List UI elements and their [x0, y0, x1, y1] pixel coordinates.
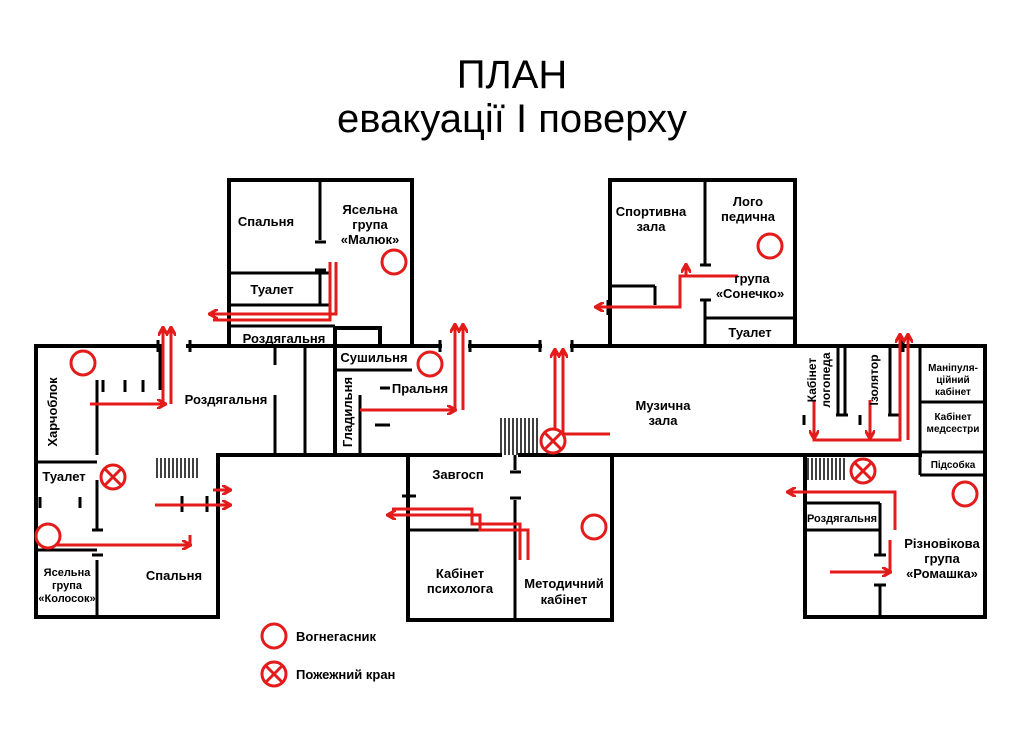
- label-zavhosp: Завгосп: [432, 467, 483, 482]
- label-romashka-1: Різновікова: [904, 536, 980, 551]
- label-psykholoh-1: Кабінет: [436, 566, 484, 581]
- legend-extinguisher-label: Вогнегасник: [296, 629, 377, 644]
- label-psykholoh-2: психолога: [427, 581, 494, 596]
- hydrants: [99, 427, 877, 491]
- legend-extinguisher-icon: [260, 622, 288, 650]
- label-muzychna-1: Музична: [636, 398, 692, 413]
- label-romashka-2: група: [924, 551, 960, 566]
- label-metod-2: кабінет: [541, 592, 588, 607]
- label-tualet-top: Туалет: [250, 282, 293, 297]
- stairs-left: [156, 458, 198, 478]
- hydrant-icon: [99, 463, 127, 491]
- extinguisher-icon: [69, 349, 97, 377]
- extinguisher-icon: [951, 480, 979, 508]
- extinguisher-icon: [756, 232, 784, 260]
- label-malyuk-1: Ясельна: [342, 202, 398, 217]
- label-metod-1: Методичний: [524, 576, 603, 591]
- label-hladylnia: Гладильня: [340, 377, 355, 447]
- hydrant-icon: [849, 457, 877, 485]
- label-rozdyagalnia-top: Роздягальня: [243, 331, 326, 346]
- extinguisher-icon: [34, 522, 62, 550]
- extinguisher-icon: [580, 513, 608, 541]
- route-metod: [388, 515, 530, 560]
- label-kolosok-2: група: [52, 580, 83, 592]
- label-pralnia: Пральня: [392, 381, 448, 396]
- title-line2: евакуації І поверху: [337, 97, 687, 141]
- route-sonechko: [596, 274, 738, 307]
- label-izoliator: Ізолятор: [867, 354, 881, 405]
- label-sport-1: Спортивна: [616, 204, 687, 219]
- label-pidsobka: Підсобка: [931, 459, 976, 471]
- extinguisher-icon: [380, 248, 408, 276]
- label-sport-2: зала: [636, 219, 666, 234]
- evacuation-routes: [50, 262, 908, 572]
- hydrant-icon: [539, 427, 567, 455]
- label-kolosok-1: Ясельна: [44, 567, 92, 579]
- label-kab-logoped-2: логопеда: [819, 352, 833, 408]
- label-malyuk-2: група: [352, 217, 388, 232]
- label-tualet-right: Туалет: [728, 325, 771, 340]
- label-kolosok-3: «Колосок»: [38, 593, 95, 605]
- walls: [34, 178, 987, 622]
- label-kab-logoped-1: Кабінет: [805, 358, 819, 403]
- label-muzychna-2: зала: [648, 413, 678, 428]
- label-medsestra-2: медсестри: [927, 424, 980, 435]
- label-rozdyagalnia-left: Роздягальня: [185, 392, 268, 407]
- label-kharchoblok: Харчоблок: [45, 377, 60, 447]
- route-malyuk: [210, 262, 338, 314]
- legend: Вогнегасник Пожежний кран: [260, 622, 395, 688]
- room-labels: Спальня Ясельна група «Малюк» Туалет Роз…: [38, 194, 980, 607]
- route-romashka: [788, 492, 897, 530]
- legend-hydrant-label: Пожежний кран: [296, 667, 395, 682]
- label-logo-1: Лого: [733, 194, 763, 209]
- stairs-right: [807, 458, 845, 480]
- label-medsestra-1: Кабінет: [934, 411, 971, 423]
- extinguisher-icon: [416, 350, 444, 378]
- label-rozdyagalnia-right: Роздягальня: [807, 513, 877, 525]
- label-spalnia-top: Спальня: [238, 214, 294, 229]
- label-manip-2: ційний: [936, 375, 969, 386]
- label-romashka-3: «Ромашка»: [906, 566, 978, 581]
- route-muzychna: [563, 350, 610, 436]
- label-manip-3: кабінет: [935, 386, 971, 398]
- extinguishers: [34, 232, 979, 550]
- label-sushylnia: Сушильня: [340, 350, 407, 365]
- label-sonechko-1: група: [734, 271, 770, 286]
- label-logo-2: педична: [721, 209, 776, 224]
- label-tualet-left: Туалет: [42, 469, 85, 484]
- label-manip-1: Маніпуля-: [928, 363, 978, 374]
- doors: [38, 240, 905, 587]
- legend-hydrant-icon: [260, 660, 288, 688]
- label-spalnia-left: Спальня: [146, 568, 202, 583]
- label-malyuk-3: «Малюк»: [341, 232, 400, 247]
- label-sonechko-2: «Сонечко»: [716, 286, 784, 301]
- title-line1: ПЛАН: [457, 53, 568, 97]
- stairs-center: [500, 418, 538, 455]
